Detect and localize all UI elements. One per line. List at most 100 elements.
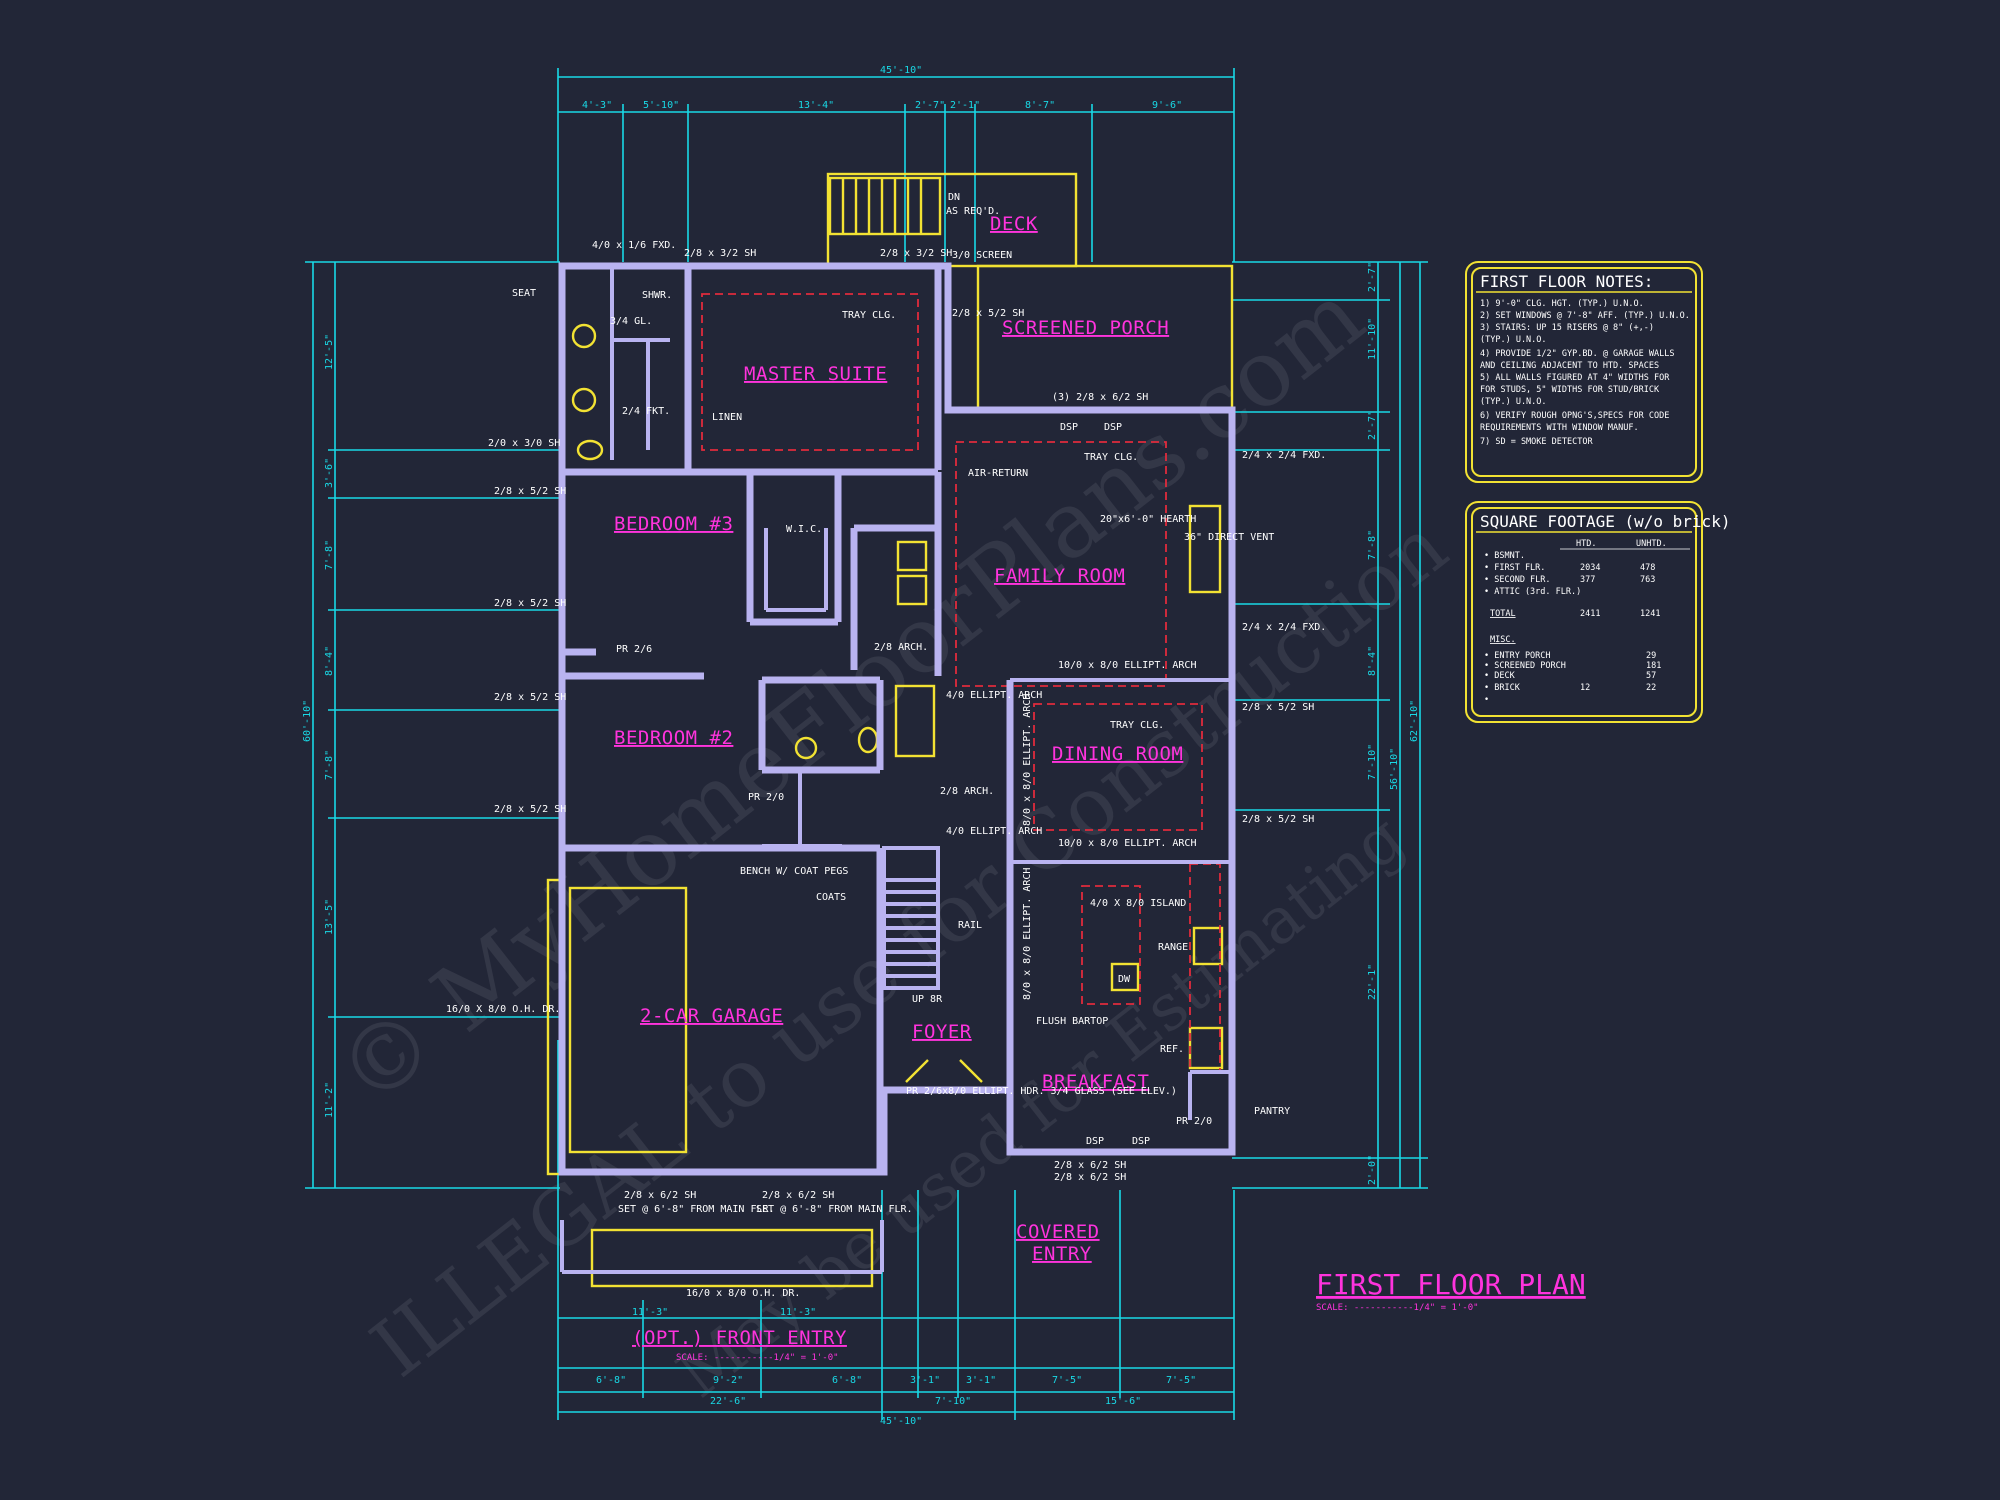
right-dim-1: 2'-7" <box>1367 262 1378 292</box>
notes-line-1: 1) 9'-0" CLG. HGT. (TYP.) U.N.O. <box>1480 299 1644 309</box>
note-arch-1: 2/8 ARCH. <box>874 642 928 653</box>
notes-line-6: AND CEILING ADJACENT TO HTD. SPACES <box>1480 361 1659 371</box>
sqft-row-htd: 377 <box>1580 575 1595 585</box>
note-fxd-right-1: 2/4 x 2/4 FXD. <box>1242 450 1326 461</box>
note-win-left-3: 2/8 x 5/2 SH <box>494 598 566 609</box>
note-pr-20: PR 2/0 <box>748 792 784 803</box>
right-overall-dim: 62'-10" <box>1409 700 1420 742</box>
note-as-reqd: AS REQ'D. <box>946 206 1000 217</box>
note-dsp-3: DSP <box>1086 1136 1104 1147</box>
note-front-door: PR 2/6x8/0 ELLIPT. HDR. 3/4 GLASS (SEE E… <box>906 1086 1177 1097</box>
sqft-row-unhtd: 763 <box>1640 575 1655 585</box>
bottom-dim-2: 9'-2" <box>713 1375 743 1386</box>
sqft-row-label: • FIRST FLR. <box>1484 563 1545 573</box>
notes-line-8: FOR STUDS, 5" WIDTHS FOR STUD/BRICK <box>1480 385 1660 395</box>
exterior-walls <box>558 262 1236 1176</box>
note-ellipt-1: 10/0 x 8/0 ELLIPT. ARCH <box>1058 660 1196 671</box>
top-dim-1: 4'-3" <box>582 100 612 111</box>
room-label-bedroom-3: BEDROOM #3 <box>614 513 733 535</box>
note-win-left-2: 2/8 x 5/2 SH <box>494 486 566 497</box>
room-label-opt-front-entry: (OPT.) FRONT ENTRY <box>632 1327 847 1349</box>
car-space <box>568 886 688 1154</box>
opt-entry-walls <box>560 1220 884 1274</box>
note-up: UP 8R <box>912 994 943 1005</box>
room-label-screened-porch: SCREENED PORCH <box>1002 317 1169 339</box>
note-dsp-1: DSP <box>1060 422 1078 433</box>
note-bottom-win-4: 2/8 x 6/2 SH <box>1054 1172 1126 1183</box>
note-island: 4/0 X 8/0 ISLAND <box>1090 898 1186 909</box>
sqft-row-unhtd: 181 <box>1646 661 1661 671</box>
room-label-breakfast: BREAKFAST <box>1042 1071 1149 1093</box>
sink-3 <box>794 736 818 760</box>
note-ref: REF. <box>1160 1044 1184 1055</box>
note-seat: SEAT <box>512 288 536 299</box>
sqft-row-label: • DECK <box>1484 671 1516 681</box>
note-sh-right-2: 2/8 x 5/2 SH <box>1242 814 1314 825</box>
room-label-covered-2: ENTRY <box>1032 1243 1092 1265</box>
top-dim-2: 5'-10" <box>643 100 679 111</box>
note-sh-right-1: 2/8 x 5/2 SH <box>1242 702 1314 713</box>
dimension-lines: 45'-10" 4'-3" 5'-10" 13'-4" 2'-7" 2'-1" … <box>302 65 1428 1427</box>
right-dim-4: 7'-8" <box>1367 530 1378 560</box>
sqft-row-htd: 2411 <box>1580 609 1600 619</box>
note-pantry: PANTRY <box>1254 1106 1290 1117</box>
room-labels: MASTER SUITE SCREENED PORCH DECK BEDROOM… <box>614 213 1183 1349</box>
room-label-master-suite: MASTER SUITE <box>744 363 887 385</box>
note-wic: W.I.C. <box>786 524 822 535</box>
note-dsp-4: DSP <box>1132 1136 1150 1147</box>
sqft-col-htd: HTD. <box>1576 539 1596 549</box>
note-dw: DW <box>1118 974 1131 985</box>
left-dim-6: 13'-5" <box>324 899 335 935</box>
ceiling-lines <box>701 293 1221 1073</box>
notes-line-11: REQUIREMENTS WITH WINDOW MANUF. <box>1480 423 1639 433</box>
note-range: RANGE <box>1158 942 1188 953</box>
deck-stairs <box>828 176 942 236</box>
opt-entry-scale: SCALE: -----------1/4" = 1'-0" <box>676 1353 839 1363</box>
plan-title: FIRST FLOOR PLAN <box>1316 1268 1586 1301</box>
note-ellipt-vert-1: 8/0 x 8/0 ELLIPT. ARCH <box>1022 694 1033 826</box>
bottom-overall-dim: 45'-10" <box>880 1416 922 1427</box>
sqft-col-unhtd: UNHTD. <box>1636 539 1667 549</box>
note-pr-left: PR 2/6 <box>616 644 652 655</box>
top-dim-3: 13'-4" <box>798 100 834 111</box>
right-mid-dim: 56'-10" <box>1389 748 1400 790</box>
tub <box>894 684 936 758</box>
right-dim-8: 2'-0" <box>1367 1155 1378 1185</box>
opt-garage-door <box>590 1228 874 1288</box>
note-flush-bartop: FLUSH BARTOP <box>1036 1016 1108 1027</box>
left-dim-4: 8'-4" <box>324 646 335 676</box>
note-rail: RAIL <box>958 920 982 931</box>
note-tray-master: TRAY CLG. <box>842 310 896 321</box>
bottom-mid-dim-1: 22'-6" <box>710 1396 746 1407</box>
note-tray-family: TRAY CLG. <box>1084 452 1138 463</box>
notes-line-3: 3) STAIRS: UP 15 RISERS @ 8" (+,-) <box>1480 323 1654 333</box>
note-win-left-4: 2/8 x 5/2 SH <box>494 692 566 703</box>
sqft-row-label: • ENTRY PORCH <box>1484 651 1551 661</box>
note-win-left-5: 2/8 x 5/2 SH <box>494 804 566 815</box>
room-label-garage: 2-CAR GARAGE <box>640 1005 783 1027</box>
note-pr-20b: PR 2/0 <box>1176 1116 1212 1127</box>
left-dim-2: 3'-6" <box>324 458 335 488</box>
refrigerator <box>1188 1026 1224 1070</box>
note-screen: 3/0 SCREEN <box>952 250 1012 261</box>
sqft-row-label: MISC. <box>1490 635 1516 645</box>
note-bottom-win-1b: SET @ 6'-8" FROM MAIN FLR. <box>618 1204 775 1215</box>
range <box>1192 926 1224 966</box>
note-air-return: AIR-RETURN <box>968 468 1028 479</box>
sink-2 <box>571 387 597 413</box>
right-dim-7: 22'-1" <box>1367 964 1378 1000</box>
fireplace <box>1188 504 1222 594</box>
left-dim-7: 11'-2" <box>324 1082 335 1118</box>
note-hearth: 20"x6'-0" HEARTH <box>1100 514 1196 525</box>
right-dim-2: 11'-10" <box>1367 318 1378 360</box>
top-overall-dim: 45'-10" <box>880 65 922 76</box>
sqft-row-label: TOTAL <box>1490 609 1516 619</box>
bottom-dim-3: 6'-8" <box>832 1375 862 1386</box>
note-bottom-win-2: 2/8 x 6/2 SH <box>762 1190 834 1201</box>
note-sh-top-mid: 2/8 x 3/2 SH <box>880 248 952 259</box>
notes-line-7: 5) ALL WALLS FIGURED AT 4" WIDTHS FOR <box>1480 373 1670 383</box>
note-sh-top-left: 2/8 x 3/2 SH <box>684 248 756 259</box>
left-dim-1: 12'-5" <box>324 334 335 370</box>
notes-line-12: 7) SD = SMOKE DETECTOR <box>1480 437 1593 447</box>
notes-line-5: 4) PROVIDE 1/2" GYP.BD. @ GARAGE WALLS <box>1480 349 1674 359</box>
